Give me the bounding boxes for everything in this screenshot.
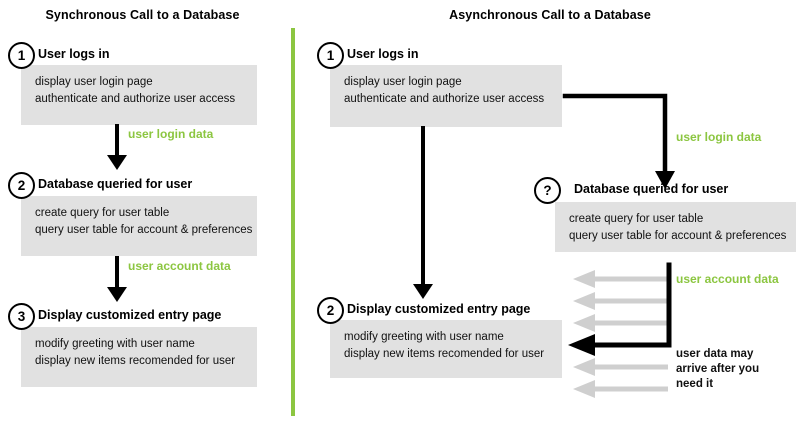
step-heading-sync-2: Database queried for user xyxy=(38,177,193,191)
panel-divider xyxy=(291,28,295,416)
step-detail-box-sync-1: display user login page authenticate and… xyxy=(21,65,257,125)
step-heading-sync-1: User logs in xyxy=(38,47,110,61)
note-line: need it xyxy=(676,378,714,390)
detail-line: modify greeting with user name xyxy=(35,338,195,350)
step-marker-async-2: 2 xyxy=(317,297,344,324)
async-warning-note: user data may arrive after you need it xyxy=(676,347,759,392)
detail-line: display new items recomended for user xyxy=(344,347,545,360)
flow-label-sync-login-data: user login data xyxy=(128,127,214,141)
step-detail-box-sync-2: create query for user table query user t… xyxy=(21,196,257,256)
step-marker-async-unknown: ? xyxy=(534,177,561,204)
flow-label-async-login-data: user login data xyxy=(676,130,762,144)
panel-title-synchronous: Synchronous Call to a Database xyxy=(45,8,240,22)
step-marker-sync-2: 2 xyxy=(8,172,35,199)
detail-line: authenticate and authorize user access xyxy=(344,92,545,105)
step-detail-box-async-database: create query for user table query user t… xyxy=(555,202,796,252)
detail-line: display user login page xyxy=(344,76,462,88)
flow-label-async-account-data: user account data xyxy=(676,272,779,286)
note-line: arrive after you xyxy=(676,363,760,375)
step-heading-sync-3: Display customized entry page xyxy=(38,308,222,322)
panel-title-asynchronous: Asynchronous Call to a Database xyxy=(449,8,651,22)
flow-arrow-async-return xyxy=(568,262,672,356)
step-detail-box-async-2: modify greeting with user name display n… xyxy=(330,320,562,378)
step-heading-async-2: Display customized entry page xyxy=(347,302,531,316)
flow-arrow-sync-2 xyxy=(107,256,127,302)
step-detail-box-sync-3: modify greeting with user name display n… xyxy=(21,327,257,387)
flow-label-sync-account-data: user account data xyxy=(128,259,231,273)
flow-arrow-sync-1 xyxy=(107,124,127,170)
note-line: user data may xyxy=(676,348,754,360)
step-heading-async-database: Database queried for user xyxy=(574,182,729,196)
detail-line: authenticate and authorize user access xyxy=(35,92,236,105)
flow-arrow-async-main xyxy=(413,126,433,299)
detail-line: query user table for account & preferenc… xyxy=(35,223,253,236)
detail-line: create query for user table xyxy=(569,213,704,225)
flow-arrow-async-query xyxy=(562,93,675,189)
step-marker-async-1: 1 xyxy=(317,42,344,69)
ghost-return-arrows xyxy=(573,270,668,398)
step-detail-box-async-1: display user login page authenticate and… xyxy=(330,65,562,127)
detail-line: display user login page xyxy=(35,76,153,88)
detail-line: create query for user table xyxy=(35,207,170,219)
detail-line: display new items recomended for user xyxy=(35,354,236,367)
detail-line: modify greeting with user name xyxy=(344,331,504,343)
step-marker-sync-1: 1 xyxy=(8,42,35,69)
step-heading-async-1: User logs in xyxy=(347,47,419,61)
step-marker-sync-3: 3 xyxy=(8,303,35,330)
detail-line: query user table for account & preferenc… xyxy=(569,229,787,242)
